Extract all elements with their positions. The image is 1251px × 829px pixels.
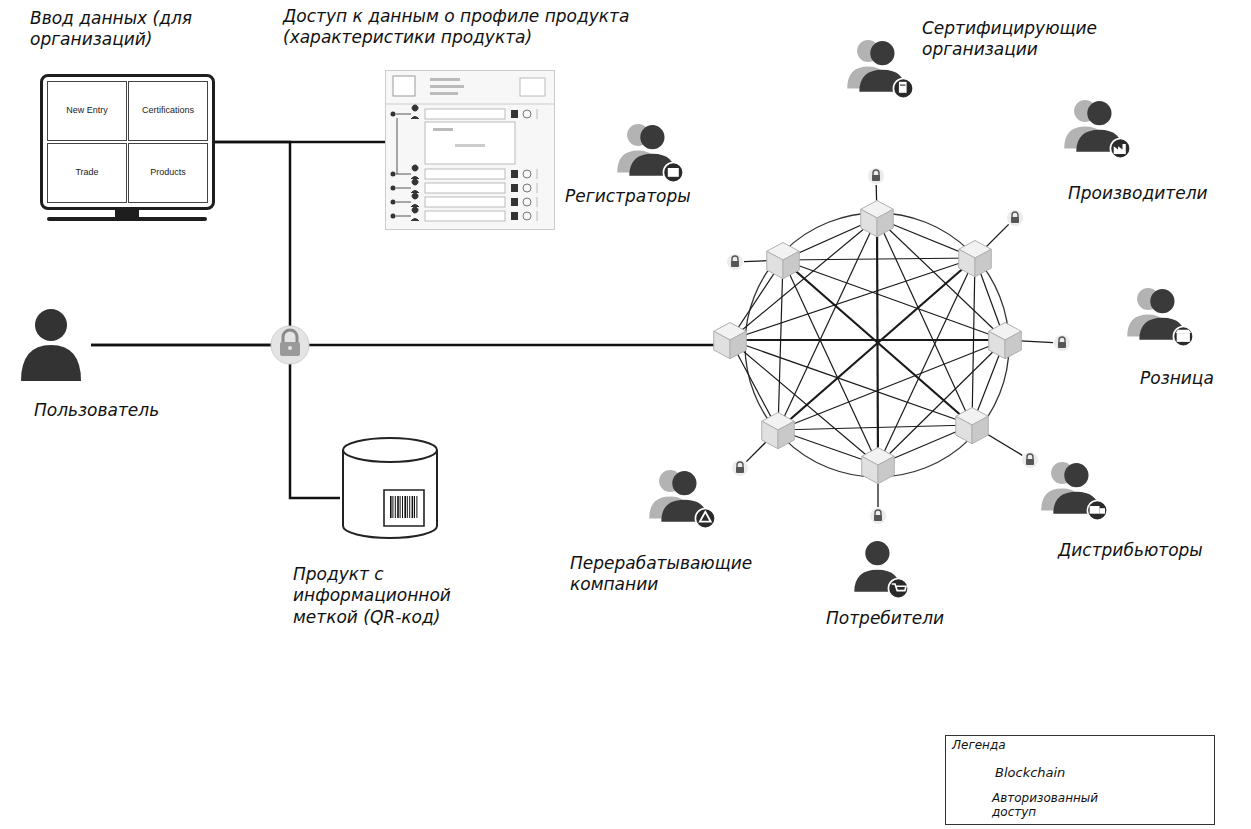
data-entry-monitor: New Entry CertificationsTrade Products Ввод… <box>30 8 230 210</box>
actor-label: Розница <box>1140 368 1240 389</box>
product-database: Продукт с информационной меткой (QR-код) <box>290 436 485 628</box>
profile-shape <box>385 70 555 230</box>
actor-label: Потребители <box>826 608 986 629</box>
tile-label: New Entry <box>66 105 108 116</box>
tile-label: Products <box>150 167 186 178</box>
caption-text: Пользователь <box>34 400 204 421</box>
menu-tile: Trade <box>47 143 127 203</box>
db-shape <box>340 436 440 541</box>
actor-label: Сертифицирующие организации <box>922 18 1132 61</box>
heading-text: Ввод данных (для организаций) <box>30 8 230 51</box>
actor-label: Производители <box>1068 183 1238 204</box>
actor-label: Дистрибьюторы <box>1058 540 1238 561</box>
tile-label: Certifications <box>142 105 194 116</box>
menu-tile: Products <box>128 143 208 203</box>
user-icon: Пользователь <box>10 305 180 421</box>
menu-tile: Certifications <box>128 81 208 141</box>
legend-text: Авторизованный доступ <box>992 792 1112 820</box>
tile-label: Trade <box>75 167 98 178</box>
menu-tile: New Entry <box>47 81 127 141</box>
legend-text: Blockchain <box>995 766 1145 781</box>
caption-text: Продукт с информационной меткой (QR-код) <box>293 564 483 628</box>
actor-label: Перерабатывающие компании <box>570 553 770 596</box>
legend-title: Легенда <box>952 738 1052 753</box>
person-shape <box>15 307 87 383</box>
connector-line <box>91 345 340 498</box>
monitor-base <box>47 217 207 221</box>
actor-label: Регистраторы <box>565 186 735 207</box>
heading-text: Доступ к данным о профиле продукта (хара… <box>283 6 738 49</box>
screen-shape: New Entry CertificationsTrade Products <box>40 74 215 210</box>
monitor-stand <box>115 210 139 217</box>
